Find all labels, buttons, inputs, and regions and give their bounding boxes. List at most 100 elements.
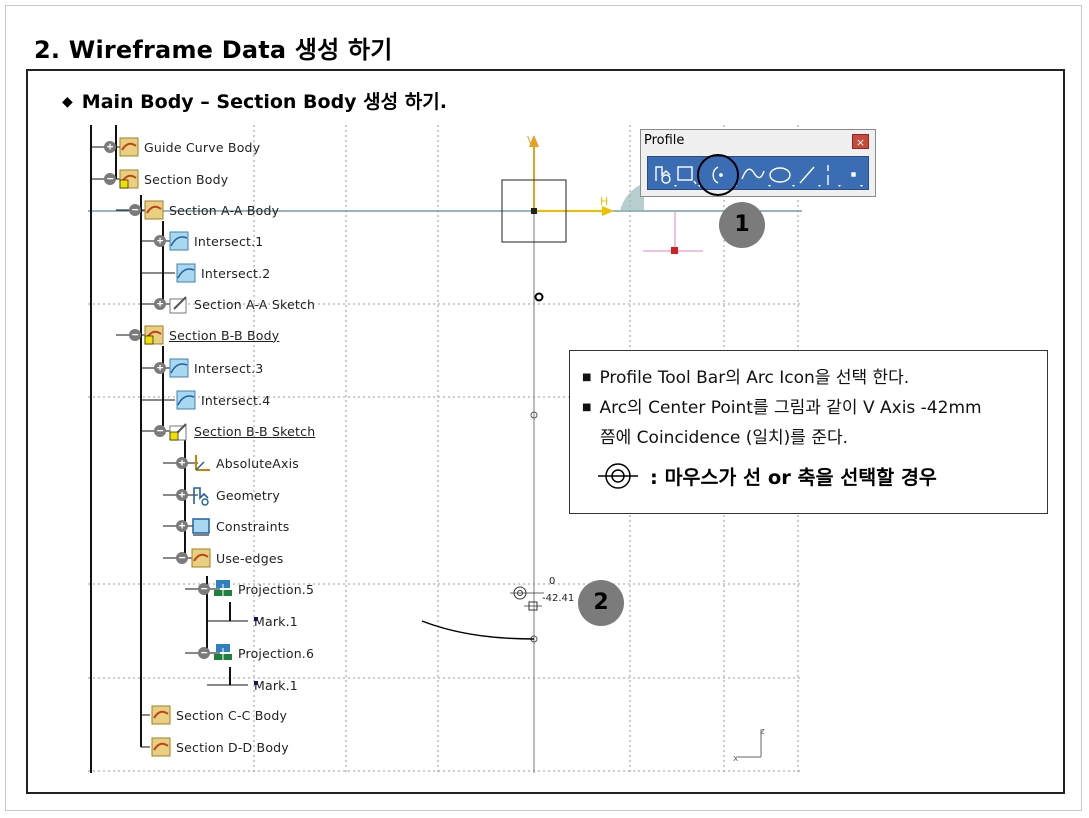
tree-node-icon bbox=[176, 263, 196, 283]
tree-item[interactable]: − Use-edges bbox=[176, 545, 283, 571]
tree-item-label: Mark.1 bbox=[254, 613, 298, 629]
arc-icon[interactable] bbox=[712, 166, 723, 184]
tree-node-icon bbox=[151, 737, 171, 757]
tree-item-label: Intersect.1 bbox=[194, 233, 264, 249]
tree-item-label: Use-edges bbox=[216, 550, 284, 566]
tree-node-icon bbox=[195, 455, 210, 471]
step-badge-1: 1 bbox=[719, 202, 765, 248]
tree-node-icon bbox=[193, 487, 209, 506]
tree-item[interactable]: − Section A-A Body bbox=[129, 197, 279, 223]
instruction-line-2: ■Arc의 Center Point를 그림과 같이 V Axis -42mm bbox=[582, 398, 982, 418]
tree-node-icon bbox=[176, 390, 196, 410]
close-icon[interactable]: × bbox=[852, 134, 869, 149]
toolbar-icon-strip bbox=[647, 156, 869, 190]
svg-text:V: V bbox=[527, 134, 535, 147]
tree-node-icon bbox=[144, 325, 164, 345]
tree-item-label: Section C-C Body bbox=[176, 707, 288, 723]
tree-item[interactable]: − Projection.5 bbox=[198, 576, 314, 602]
tree-node-icon bbox=[119, 137, 139, 157]
instruction-line-3: 쯤에 Coincidence (일치)를 준다. bbox=[600, 428, 849, 448]
tree-item[interactable]: + Section A-A Sketch bbox=[154, 291, 315, 317]
square-bullet-icon: ■ bbox=[582, 402, 592, 413]
tree-item[interactable]: − Projection.6 bbox=[198, 640, 314, 666]
tree-node-icon bbox=[214, 644, 232, 660]
point-icon[interactable] bbox=[851, 172, 856, 177]
step-badge-2: 2 bbox=[578, 580, 624, 626]
line-icon[interactable] bbox=[799, 166, 815, 184]
expand-icon[interactable]: + bbox=[104, 141, 116, 153]
tree-item[interactable]: − Section B-B Sketch bbox=[154, 418, 315, 444]
tree-item[interactable]: − Section Body bbox=[104, 166, 228, 192]
tree-node-icon bbox=[169, 296, 187, 314]
tree-item[interactable]: Mark.1 bbox=[254, 608, 298, 634]
collapse-icon[interactable]: − bbox=[104, 173, 116, 185]
instruction-line-1: ■Profile Tool Bar의 Arc Icon을 선택 한다. bbox=[582, 368, 910, 388]
tree-item-label: Section A-A Sketch bbox=[194, 296, 316, 312]
rectangle-icon[interactable] bbox=[677, 166, 697, 185]
expand-icon[interactable]: + bbox=[176, 457, 188, 469]
tree-node-icon bbox=[144, 200, 164, 220]
tree-item[interactable]: + Intersect.1 bbox=[154, 228, 263, 254]
collapse-icon[interactable]: − bbox=[129, 329, 141, 341]
tree-item-label: Section A-A Body bbox=[169, 202, 280, 218]
tree-item[interactable]: + Constraints bbox=[176, 513, 290, 539]
tree-item[interactable]: + Intersect.3 bbox=[154, 355, 263, 381]
profile-icon[interactable] bbox=[655, 166, 671, 184]
spline-icon[interactable] bbox=[741, 168, 765, 180]
tree-item[interactable]: + Geometry bbox=[176, 482, 280, 508]
expand-icon[interactable]: + bbox=[154, 298, 166, 310]
tree-item-label: Projection.6 bbox=[238, 645, 315, 661]
tree-item-label: Geometry bbox=[216, 487, 280, 503]
expand-icon[interactable]: + bbox=[176, 520, 188, 532]
tree-item-label: Section Body bbox=[144, 171, 229, 187]
collapse-icon[interactable]: − bbox=[198, 583, 210, 595]
profile-toolbar[interactable]: Profile × bbox=[640, 129, 876, 197]
tree-node-icon bbox=[214, 580, 232, 596]
svg-text:x: x bbox=[733, 754, 739, 764]
tree-item[interactable]: Section C-C Body bbox=[150, 702, 287, 728]
tree-item[interactable]: Intersect.2 bbox=[175, 260, 270, 286]
expand-icon[interactable]: + bbox=[176, 489, 188, 501]
tree-item[interactable]: Mark.1 bbox=[254, 672, 298, 698]
svg-text:H: H bbox=[600, 195, 608, 208]
tree-item-label: Intersect.3 bbox=[194, 360, 264, 376]
toolbar-title: Profile bbox=[644, 133, 685, 148]
tree-item-label: Section B-B Sketch bbox=[194, 423, 316, 439]
sketch-canvas[interactable]: V H 0 -42.41 z x bbox=[88, 125, 802, 773]
tree-item[interactable]: Section D-D Body bbox=[150, 734, 289, 760]
expand-icon[interactable]: + bbox=[154, 235, 166, 247]
tree-item-label: Guide Curve Body bbox=[144, 139, 261, 155]
tree-node-icon bbox=[119, 169, 139, 189]
ellipse-icon[interactable] bbox=[769, 167, 791, 183]
tree-item[interactable]: + Guide Curve Body bbox=[104, 134, 260, 160]
tree-item-label: Projection.5 bbox=[238, 581, 315, 597]
collapse-icon[interactable]: − bbox=[154, 425, 166, 437]
tree-item[interactable]: −Section B-B Body bbox=[129, 322, 279, 348]
tree-item[interactable]: Intersect.4 bbox=[175, 387, 270, 413]
tree-node-icon bbox=[191, 548, 211, 568]
bullet-text: Main Body – Section Body 생성 하기. bbox=[81, 91, 447, 113]
tree-item-label: AbsoluteAxis bbox=[216, 455, 299, 471]
content-frame bbox=[26, 69, 1065, 794]
bullet-heading: ◆ Main Body – Section Body 생성 하기. bbox=[62, 87, 447, 114]
collapse-icon[interactable]: − bbox=[198, 647, 210, 659]
tree-node-icon bbox=[169, 358, 189, 378]
tree-node-icon bbox=[192, 518, 210, 536]
collapse-icon[interactable]: − bbox=[176, 552, 188, 564]
square-bullet-icon: ■ bbox=[582, 372, 592, 383]
collapse-icon[interactable]: − bbox=[129, 204, 141, 216]
cursor-legend: : 마우스가 선 or 축을 선택할 경우 bbox=[596, 461, 937, 490]
instruction-box: ■Profile Tool Bar의 Arc Icon을 선택 한다. ■Arc… bbox=[569, 350, 1048, 514]
arc-highlight-circle bbox=[697, 154, 739, 196]
tree-item-label: Mark.1 bbox=[254, 677, 298, 693]
expand-icon[interactable]: + bbox=[154, 362, 166, 374]
tree-item-label: Constraints bbox=[216, 518, 290, 534]
diamond-bullet-icon: ◆ bbox=[62, 94, 73, 110]
tree-item[interactable]: + AbsoluteAxis bbox=[176, 450, 299, 476]
tree-item-label: Intersect.4 bbox=[201, 392, 271, 408]
svg-text:0: 0 bbox=[549, 576, 555, 587]
coincidence-cursor-icon bbox=[598, 462, 638, 489]
tree-item-label: Section D-D Body bbox=[176, 739, 289, 755]
slide-border bbox=[5, 5, 1082, 811]
svg-text:-42.41: -42.41 bbox=[542, 593, 574, 604]
